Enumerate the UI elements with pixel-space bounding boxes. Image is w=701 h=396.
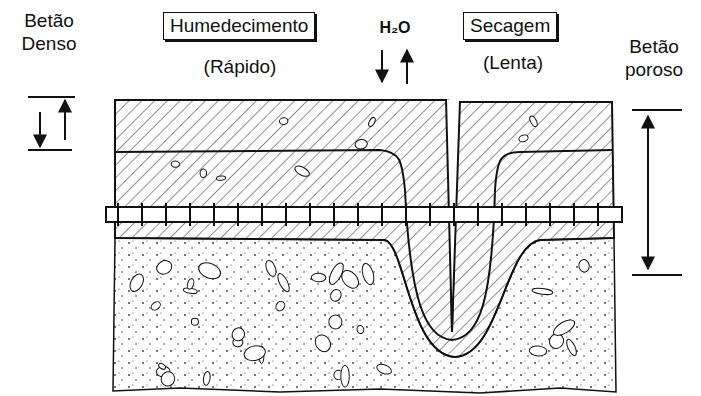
aggregate-stone <box>354 139 368 150</box>
rebar-rib <box>189 203 191 226</box>
aggregate-stone <box>532 287 554 295</box>
aggregate-stone <box>528 115 538 128</box>
rebar-rib <box>381 203 383 226</box>
aggregate-stone <box>311 273 326 282</box>
aggregate-stone <box>276 272 292 293</box>
rebar-rib <box>285 203 287 226</box>
aggregate-stone <box>203 371 211 386</box>
rebar-rib <box>597 203 599 226</box>
aggregate-stone <box>216 176 226 181</box>
aggregate-stone <box>367 116 376 127</box>
rebar-rib <box>429 203 431 226</box>
porous-dimension <box>632 110 682 275</box>
rebar-rib <box>501 203 503 226</box>
aggregate-stone <box>154 258 174 277</box>
aggregate-stone <box>312 332 333 355</box>
aggregate-cover <box>171 115 539 181</box>
rebar-rib <box>309 203 311 226</box>
rebar-rib <box>453 203 455 226</box>
aggregate-stone <box>529 345 547 356</box>
cover-layer <box>115 100 614 357</box>
aggregate-stone <box>127 272 146 294</box>
rebar-rib <box>525 203 527 226</box>
rebar-rib <box>213 203 215 226</box>
aggregate-stone <box>158 362 167 370</box>
lower-concrete <box>113 238 616 393</box>
rebar-rib <box>261 203 263 226</box>
rebar-rib <box>573 203 575 226</box>
aggregate-stone <box>551 317 577 339</box>
annotation: (Lenta) <box>463 52 563 75</box>
aggregate-stone <box>150 300 162 312</box>
water-out-arrow <box>406 50 408 84</box>
rebar-rib <box>357 203 359 226</box>
aggregate <box>127 258 590 388</box>
box-text: Humedecimento <box>170 15 308 37</box>
rebar-rib <box>237 203 239 226</box>
annotation: Betão poroso <box>610 36 698 82</box>
rebar-rib <box>165 203 167 226</box>
aggregate-stone <box>341 365 349 387</box>
aggregate-stone <box>230 326 247 343</box>
annotation: (Rápido) <box>180 56 300 79</box>
box-text: Secagem <box>470 15 550 37</box>
aggregate-stone <box>200 169 207 178</box>
aggregate-stone <box>360 262 376 286</box>
aggregate-stone <box>293 164 311 178</box>
aggregate-stone <box>327 261 347 286</box>
aggregate-stone <box>160 370 177 387</box>
aggregate-stone <box>578 259 591 273</box>
label-box: Humedecimento <box>163 12 315 40</box>
front-line <box>115 150 612 340</box>
aggregate-stone <box>279 117 288 125</box>
aggregate-stone <box>518 134 529 143</box>
aggregate-stone <box>196 260 223 282</box>
label-box: Secagem <box>463 12 557 40</box>
aggregate-stone <box>375 362 393 376</box>
rebar-ribs <box>118 203 598 226</box>
annotation: H₂O <box>365 18 425 37</box>
rebar <box>106 207 622 222</box>
aggregate-stone <box>274 300 286 313</box>
rebar-rib <box>141 203 143 226</box>
aggregate-stone <box>356 325 364 334</box>
rebar-rib <box>405 203 407 226</box>
rebar-rib <box>333 203 335 226</box>
aggregate-stone <box>186 278 195 290</box>
water-in-arrow <box>381 50 383 82</box>
rebar-rib <box>117 203 119 226</box>
aggregate-stone <box>565 338 579 357</box>
dense-dimension <box>28 97 75 150</box>
annotation: Betão Denso <box>3 10 95 56</box>
aggregate-stone <box>171 161 180 168</box>
rebar-rib <box>477 203 479 226</box>
aggregate-stone <box>243 344 267 363</box>
aggregate-stone <box>329 288 343 303</box>
aggregate-stone <box>328 314 343 330</box>
aggregate-stone <box>264 259 278 278</box>
aggregate-stone <box>191 318 198 325</box>
rebar-rib <box>549 203 551 226</box>
